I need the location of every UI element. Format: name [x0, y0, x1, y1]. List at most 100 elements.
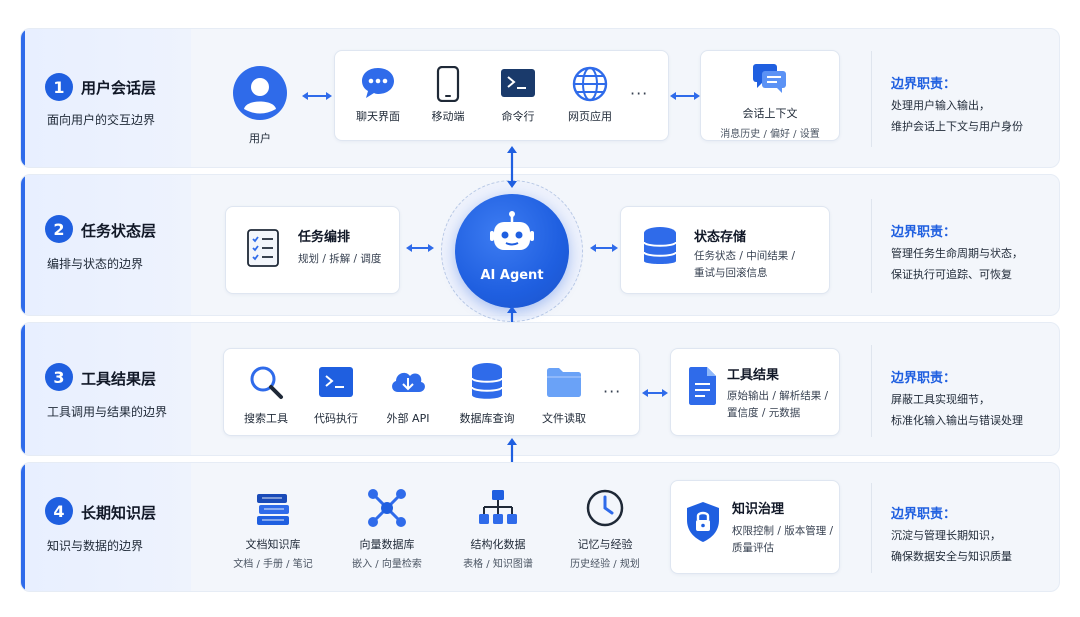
code-terminal-icon — [319, 367, 353, 397]
duty-line: 管理任务生命周期与状态， — [891, 247, 1023, 260]
duty-line: 沉淀与管理长期知识， — [891, 529, 1001, 542]
channel-label: 命令行 — [501, 110, 535, 123]
database-icon — [643, 227, 677, 264]
tool-result-card — [670, 348, 840, 436]
clock-icon — [586, 489, 624, 527]
layer-title: 任务状态层 — [81, 222, 157, 240]
result-line: 原始输出 / 解析结果 / — [727, 390, 829, 402]
layer-header: 4 长期知识层 知识与数据的边界 — [21, 463, 191, 591]
cloud-icon — [392, 372, 425, 392]
folder-icon — [547, 368, 581, 397]
duty-block: 边界职责： 沉淀与管理长期知识， 确保数据安全与知识质量 — [891, 503, 1059, 564]
hierarchy-icon — [479, 490, 517, 524]
store-structured[interactable]: 结构化数据 表格 / 知识图谱 — [453, 488, 543, 570]
vector-network-icon — [368, 489, 406, 527]
tool-label: 外部 API — [386, 412, 430, 425]
tool-api[interactable]: 外部 API — [380, 364, 436, 426]
governance-line: 质量评估 — [732, 542, 774, 554]
more-dots: ··· — [603, 382, 622, 401]
orchestration-title: 任务编排 — [298, 230, 351, 245]
checklist-icon — [247, 229, 279, 267]
layer-long-term-knowledge: 4 长期知识层 知识与数据的边界 边界职责： 沉淀与管理长期知识， 确保数据安全… — [20, 462, 1060, 592]
terminal-icon — [501, 69, 535, 97]
governance-line: 权限控制 / 版本管理 / — [732, 525, 834, 537]
duty-line: 确保数据安全与知识质量 — [891, 550, 1012, 563]
context-title: 会话上下文 — [742, 107, 798, 120]
duty-title: 边界职责： — [891, 507, 957, 522]
channel-web[interactable]: 网页应用 — [562, 66, 618, 124]
duty-line: 屏蔽工具实现细节， — [891, 393, 990, 406]
store-label: 向量数据库 — [359, 538, 415, 551]
context-sub: 消息历史 / 偏好 / 设置 — [720, 129, 820, 140]
channel-cli[interactable]: 命令行 — [490, 66, 546, 124]
duty-title: 边界职责： — [891, 371, 957, 386]
divider — [871, 199, 872, 293]
divider — [871, 345, 872, 437]
tool-label: 代码执行 — [314, 412, 358, 425]
duty-line: 保证执行可追踪、可恢复 — [891, 268, 1012, 281]
globe-icon — [572, 66, 608, 102]
channel-mobile[interactable]: 移动端 — [420, 65, 476, 124]
store-sub: 表格 / 知识图谱 — [463, 559, 533, 570]
layer-title: 工具结果层 — [81, 370, 157, 388]
store-docs[interactable]: 文档知识库 文档 / 手册 / 笔记 — [228, 488, 318, 570]
layer-title: 用户会话层 — [81, 79, 157, 97]
channel-label: 网页应用 — [568, 110, 612, 123]
vertical-bidirectional-arrow-icon — [507, 146, 517, 188]
divider — [871, 51, 872, 147]
tool-label: 搜索工具 — [244, 412, 288, 425]
layer-number: 1 — [45, 73, 73, 101]
tool-search[interactable]: 搜索工具 — [238, 364, 294, 426]
bidirectional-arrow-icon — [670, 92, 700, 100]
message-context-icon — [753, 64, 786, 93]
user-label: 用户 — [249, 132, 271, 145]
duty-title: 边界职责： — [891, 225, 957, 240]
mobile-phone-icon — [436, 65, 460, 103]
bidirectional-arrow-icon — [590, 244, 618, 252]
store-sub: 嵌入 / 向量检索 — [352, 559, 422, 570]
layer-header: 3 工具结果层 工具调用与结果的边界 — [21, 323, 191, 455]
tool-database[interactable]: 数据库查询 — [455, 362, 519, 426]
search-icon — [250, 366, 283, 399]
user-avatar-icon — [233, 66, 287, 120]
store-label: 结构化数据 — [470, 538, 526, 551]
layer-header: 2 任务状态层 编排与状态的边界 — [21, 175, 191, 315]
layer-number: 2 — [45, 215, 73, 243]
store-label: 记忆与经验 — [577, 538, 633, 551]
channel-label: 移动端 — [431, 110, 465, 123]
layer-number: 3 — [45, 363, 73, 391]
storage-line: 重试与回滚信息 — [694, 267, 768, 279]
shield-lock-icon — [687, 502, 719, 542]
store-memory[interactable]: 记忆与经验 历史经验 / 规划 — [560, 488, 650, 570]
layer-header: 1 用户会话层 面向用户的交互边界 — [21, 29, 191, 167]
ai-agent-label: AI Agent — [480, 268, 544, 283]
books-icon — [257, 494, 289, 525]
storage-title: 状态存储 — [694, 230, 747, 245]
duty-line: 维护会话上下文与用户身份 — [891, 120, 1023, 133]
storage-line: 任务状态 / 中间结果 / — [694, 250, 796, 262]
duty-line: 处理用户输入输出， — [891, 99, 990, 112]
result-line: 置信度 / 元数据 — [727, 407, 801, 419]
tool-code[interactable]: 代码执行 — [308, 364, 364, 426]
layer-subtitle: 工具调用与结果的边界 — [47, 405, 168, 419]
layer-title: 长期知识层 — [81, 504, 157, 522]
bidirectional-arrow-icon — [642, 389, 668, 397]
layer-number: 4 — [45, 497, 73, 525]
store-label: 文档知识库 — [245, 538, 301, 551]
duty-block: 边界职责： 管理任务生命周期与状态， 保证执行可追踪、可恢复 — [891, 221, 1059, 282]
result-title: 工具结果 — [727, 368, 780, 383]
layer-subtitle: 面向用户的交互边界 — [47, 113, 156, 127]
divider — [871, 483, 872, 573]
tool-label: 文件读取 — [542, 412, 586, 425]
document-icon — [689, 367, 716, 405]
duty-title: 边界职责： — [891, 77, 957, 92]
orchestration-sub: 规划 / 拆解 / 调度 — [298, 253, 382, 265]
duty-block: 边界职责： 屏蔽工具实现细节， 标准化输入输出与错误处理 — [891, 367, 1059, 428]
store-vector[interactable]: 向量数据库 嵌入 / 向量检索 — [342, 488, 432, 570]
robot-icon — [490, 211, 534, 250]
bidirectional-arrow-icon — [302, 92, 332, 100]
channel-chat[interactable]: 聊天界面 — [350, 66, 406, 124]
more-dots: ··· — [630, 84, 649, 103]
tool-file[interactable]: 文件读取 — [536, 364, 592, 426]
layer-subtitle: 编排与状态的边界 — [47, 257, 144, 271]
